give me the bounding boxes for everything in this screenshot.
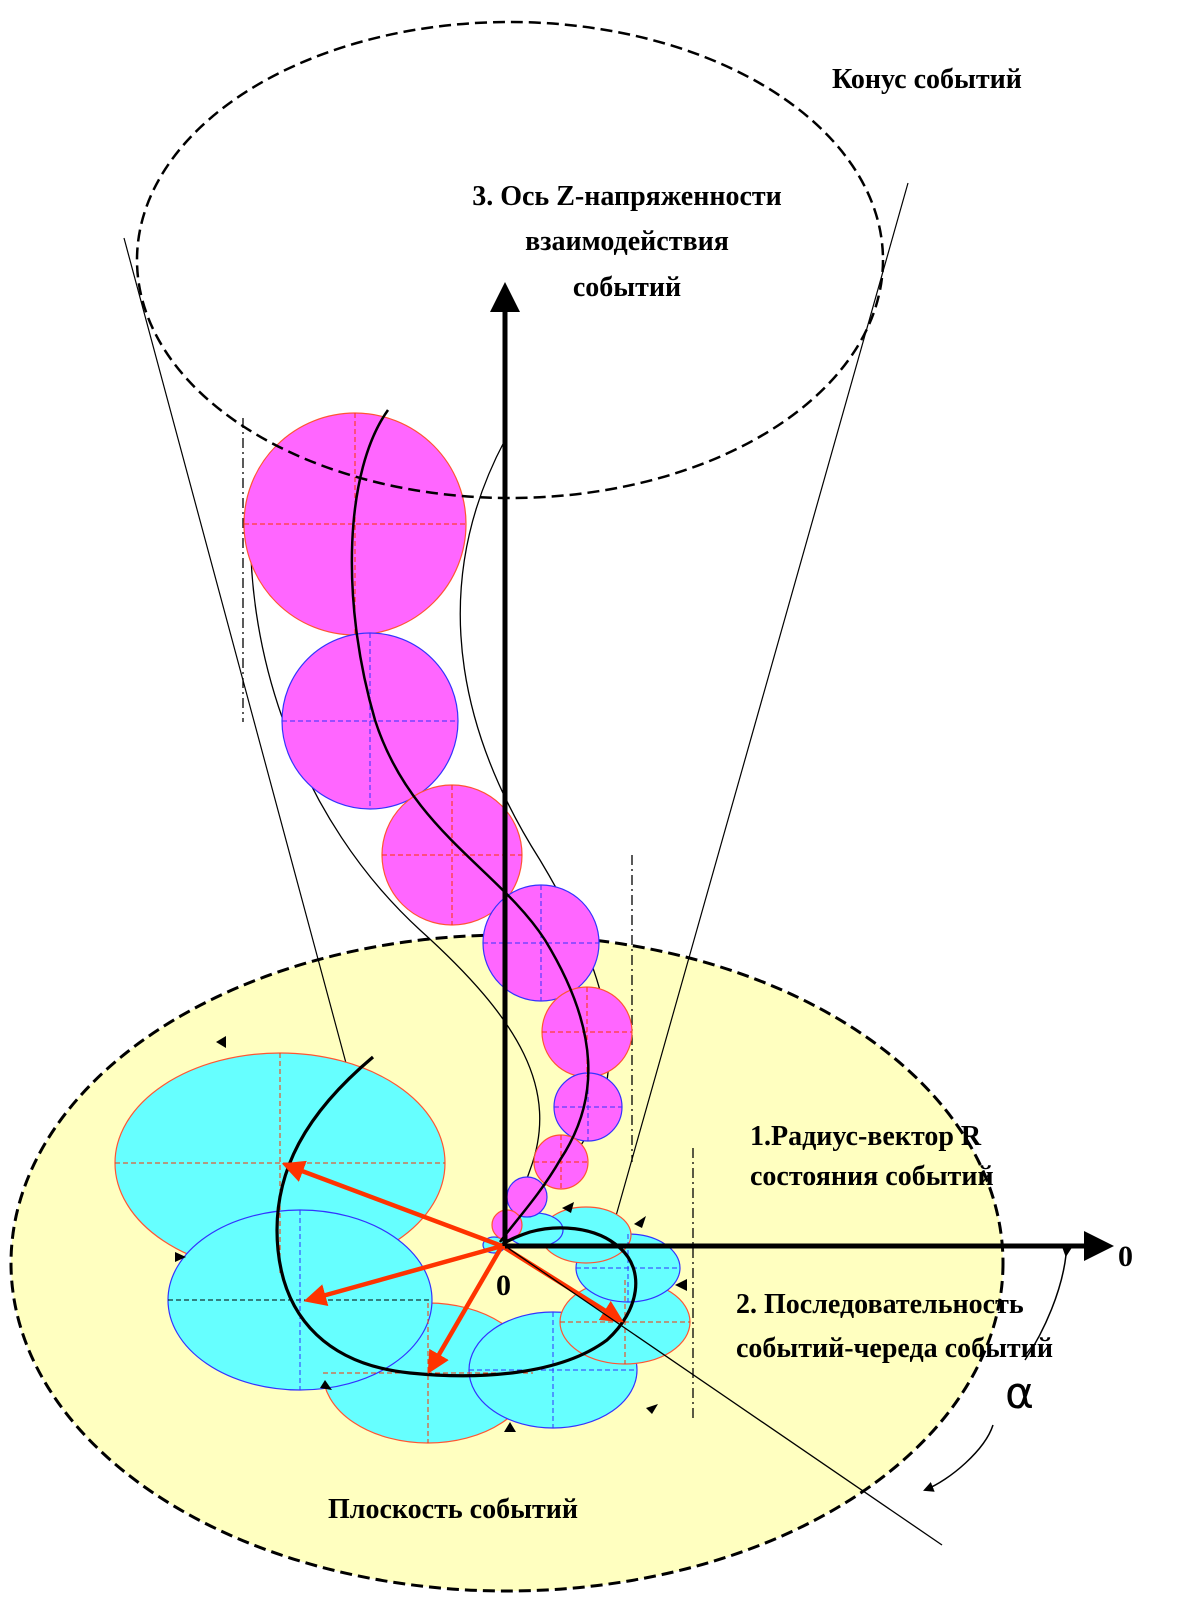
marker-icon <box>634 1216 646 1228</box>
event-trajectory <box>275 1055 638 1378</box>
cone-top <box>135 20 885 500</box>
sequence-label-line1: 2. Последовательность <box>736 1289 1024 1320</box>
radius-vectors <box>281 1160 624 1374</box>
z-axis-label-line3: событий <box>573 272 681 303</box>
marker-icon <box>504 1422 516 1432</box>
angle-label: α <box>1005 1368 1034 1419</box>
sequence-label-line2: событий-череда событий <box>736 1333 1053 1364</box>
magenta-event-circles <box>243 412 633 1241</box>
angle-ray <box>504 1245 943 1546</box>
marker-icon <box>175 1252 186 1262</box>
magenta-crosshairs <box>244 413 632 1189</box>
event-markers <box>175 1036 687 1432</box>
radius-label-line1: 1.Радиус-вектор R <box>750 1121 982 1152</box>
angle-arc <box>1024 1246 1073 1361</box>
plane-label: Плоскость событий <box>328 1494 578 1525</box>
x-axis-end-label: 0 <box>1118 1240 1133 1273</box>
angle-arc-lower <box>923 1424 994 1492</box>
radius-label-line2: состояния событий <box>750 1161 994 1192</box>
cone-label: Конус событий <box>832 64 1022 95</box>
marker-icon <box>320 1380 332 1390</box>
marker-icon <box>216 1036 226 1048</box>
marker-icon <box>646 1404 658 1414</box>
z-axis-label-line1: 3. Ось Z-напряженности <box>472 181 782 212</box>
marker-icon <box>675 1279 687 1291</box>
z-trajectory <box>350 409 590 1243</box>
origin-label: 0 <box>496 1269 511 1302</box>
z-axis-label-line2: взаимодействия <box>525 226 729 257</box>
marker-icon <box>562 1202 574 1213</box>
